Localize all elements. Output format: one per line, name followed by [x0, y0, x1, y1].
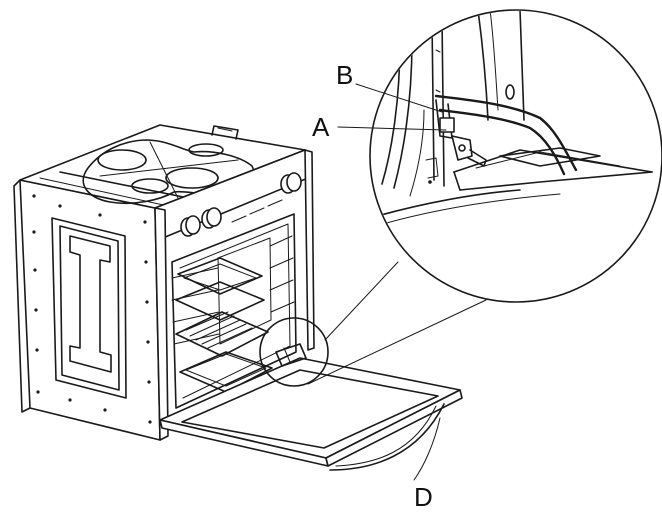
magnifier-detail-circle: [369, 9, 662, 303]
leader-line-b: [355, 83, 443, 113]
leader-line-d: [413, 417, 441, 481]
callout-label-b: B: [336, 60, 353, 90]
control-knobs: [180, 172, 302, 237]
leader-line-a: [337, 126, 447, 131]
hinge-detail-drawing: [371, 11, 653, 227]
magnifier-source-circle: [259, 317, 329, 387]
callout-leaders: [337, 83, 447, 481]
door-hinge: [275, 343, 307, 367]
side-panel-screws: [32, 194, 152, 424]
oven-tray-middle: [175, 281, 265, 321]
oven-side-panel: [19, 179, 161, 441]
hinge-arm-detail: [434, 94, 578, 172]
oven-illustration: [13, 124, 463, 471]
door-handle: [329, 403, 445, 471]
side-panel-embossing: [69, 235, 112, 373]
oven-grill-rack: [175, 311, 269, 357]
callout-label-d: D: [414, 482, 433, 512]
hinge-detail-magnifier: [259, 9, 662, 387]
callout-label-a: A: [312, 112, 330, 142]
